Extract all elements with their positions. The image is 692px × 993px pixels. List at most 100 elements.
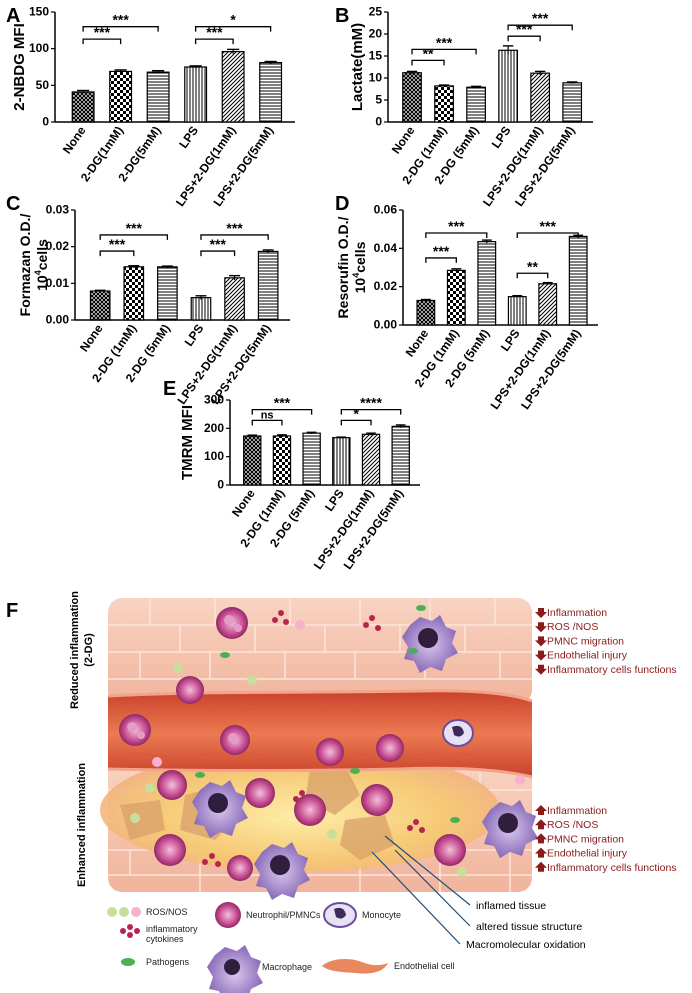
- legend-neutrophil-label: Neutrophil/PMNCs: [246, 910, 321, 920]
- bar: [507, 296, 527, 326]
- y-axis-label-line2: 104cells: [351, 241, 368, 293]
- arrow-down-icon: [535, 664, 547, 675]
- significance-label: ***: [226, 220, 243, 236]
- x-tick-label: None: [403, 326, 432, 359]
- y-label-tail: cells: [34, 239, 50, 270]
- blood-vessel: [108, 689, 532, 778]
- y-tick-label: 0: [217, 478, 224, 492]
- callout-inflamed-tissue: inflamed tissue: [476, 900, 546, 912]
- bar: [257, 250, 279, 321]
- y-tick-label: 50: [36, 78, 50, 92]
- bar: [224, 277, 245, 321]
- significance-label: **: [527, 258, 538, 274]
- significance-bracket: [425, 232, 488, 238]
- y-label-base: 10: [352, 278, 368, 294]
- bar: [391, 425, 410, 486]
- y-tick-label: 10: [369, 71, 383, 85]
- legend-cytokine-icon: [120, 924, 140, 938]
- significance-label: ***: [448, 218, 465, 234]
- significance-label: ***: [210, 236, 227, 252]
- significance-label: ***: [532, 10, 549, 26]
- significance-bracket: [82, 38, 122, 45]
- significance-bracket: [200, 234, 269, 240]
- arrow-down-icon: [535, 650, 547, 661]
- effect-item: PMNC migration: [547, 635, 624, 647]
- effect-item: PMNC migration: [547, 833, 624, 845]
- legend-monocyte-label: Monocyte: [362, 910, 401, 920]
- significance-label: ***: [436, 34, 453, 50]
- bar: [243, 435, 262, 486]
- effect-item: ROS /NOS: [547, 621, 598, 633]
- bar: [71, 91, 95, 123]
- y-tick-label: 150: [29, 5, 49, 19]
- significance-bracket: [82, 26, 159, 32]
- bar: [568, 235, 588, 326]
- legend-o2-icon: [119, 907, 129, 917]
- significance-label: ****: [360, 395, 382, 411]
- y-label-tail: cells: [352, 241, 368, 272]
- legend-no-icon: [131, 907, 141, 917]
- y-tick-label: 0.01: [46, 276, 70, 290]
- significance-bracket: [516, 232, 579, 238]
- y-axis-label: 2-NBDG MFI: [11, 23, 28, 111]
- legend-pathogen-icon: [121, 958, 135, 966]
- legend-cytokines-line1: inflammatory: [146, 924, 198, 934]
- bar: [123, 266, 145, 321]
- bar: [146, 71, 170, 123]
- x-tick-label: None: [389, 123, 418, 156]
- x-tick-label: LPS: [489, 124, 514, 151]
- panel-letter-c: C: [6, 193, 20, 215]
- y-tick-label: 0.00: [46, 313, 70, 327]
- bar: [332, 437, 351, 486]
- neutrophil-cells: [119, 607, 466, 881]
- significance-bracket: [99, 234, 169, 240]
- upper-tissue: [108, 598, 532, 704]
- legend-endothelial-icon: [322, 958, 388, 974]
- significance-bracket: [411, 59, 445, 66]
- y-axis-label-line1: Resorufin O.D./: [335, 216, 351, 318]
- significance-label: *: [230, 12, 236, 28]
- significance-bracket: [507, 35, 541, 42]
- callout-altered-structure: altered tissue structure: [476, 921, 582, 933]
- bar: [302, 432, 321, 486]
- y-tick-label: 20: [369, 27, 383, 41]
- significance-bracket: [425, 257, 457, 263]
- x-tick-label: None: [229, 486, 258, 519]
- significance-bracket: [340, 408, 402, 415]
- arrow-down-icon: [535, 622, 547, 633]
- bar: [259, 61, 283, 123]
- bar: [466, 86, 486, 123]
- significance-label: ***: [112, 12, 129, 28]
- arrow-up-icon: [535, 805, 547, 815]
- significance-bracket: [340, 419, 372, 426]
- arrow-up-icon: [535, 861, 547, 872]
- arrow-up-icon: [535, 819, 547, 830]
- arrow-down-icon: [535, 608, 547, 618]
- monocyte-cell: [442, 719, 474, 747]
- arrow-up-icon: [535, 833, 547, 844]
- bar: [530, 72, 551, 123]
- significance-label: ***: [274, 395, 291, 411]
- panel-letter-b: B: [335, 5, 349, 27]
- y-tick-label: 200: [204, 421, 224, 435]
- y-tick-label: 0.04: [374, 241, 398, 255]
- side-label-enhanced: Enhanced inflammation: [76, 763, 88, 887]
- y-tick-label: 5: [375, 93, 382, 107]
- y-tick-label: 0: [375, 115, 382, 129]
- bar: [184, 66, 208, 123]
- legend-pathogens-label: Pathogens: [146, 957, 190, 967]
- ros-molecules: [130, 620, 525, 877]
- effect-item: Endothelial injury: [547, 848, 628, 860]
- significance-bracket: [99, 250, 135, 257]
- x-tick-label: None: [77, 321, 106, 354]
- significance-bracket: [251, 419, 283, 426]
- y-tick-label: 300: [204, 393, 224, 407]
- x-tick-label: LPS: [176, 124, 201, 151]
- legend-oh-icon: [107, 907, 117, 917]
- cytokines: [202, 610, 425, 867]
